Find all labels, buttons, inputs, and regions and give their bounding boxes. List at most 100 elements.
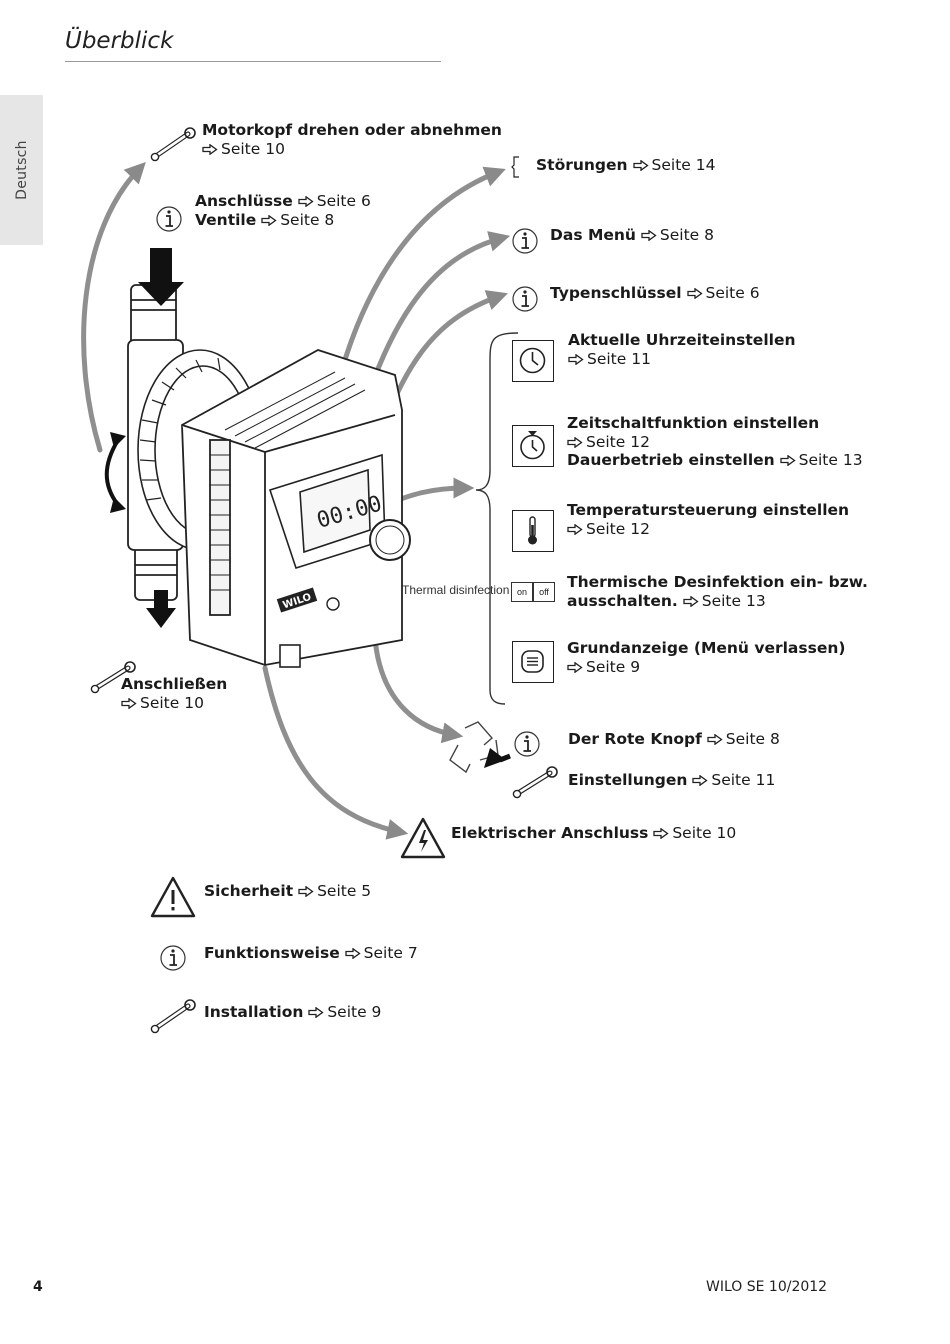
- label-anschliessen-ref[interactable]: Seite 10: [140, 693, 204, 712]
- label-roter-knopf: Der Rote Knopf Seite 8: [568, 730, 780, 749]
- label-elektrisch: Elektrischer Anschluss Seite 10: [451, 824, 736, 843]
- label-roter-knopf-title: Der Rote Knopf: [568, 730, 702, 748]
- arrow-right-icon: [567, 523, 583, 535]
- label-ventile-ref[interactable]: Seite 8: [280, 210, 335, 229]
- label-menue-ref[interactable]: Seite 8: [659, 226, 714, 244]
- label-sicherheit-title: Sicherheit: [204, 882, 294, 900]
- label-funktionsweise: Funktionsweise Seite 7: [204, 944, 418, 963]
- arrow-right-icon: [202, 143, 218, 155]
- label-stoerungen-ref[interactable]: Seite 14: [651, 156, 716, 174]
- thermal-disinfection-label: Thermal disinfection: [402, 583, 510, 597]
- label-elektrisch-ref[interactable]: Seite 10: [672, 824, 737, 842]
- label-einstellungen: Einstellungen Seite 11: [568, 771, 775, 790]
- language-tab: Deutsch: [0, 95, 43, 245]
- title-divider: [65, 61, 441, 62]
- arrow-right-icon: [632, 160, 649, 171]
- label-temperatur-ref[interactable]: Seite 12: [586, 519, 650, 538]
- label-thermisch-line1: Thermische Desinfektion ein- bzw.: [567, 573, 868, 591]
- info-icon: [160, 944, 186, 972]
- label-einstellungen-title: Einstellungen: [568, 771, 688, 789]
- menu-icon: [512, 641, 554, 683]
- label-anschluesse: Anschlüsse Seite 6 Ventile Seite 8: [195, 192, 371, 229]
- label-grundanzeige-title: Grundanzeige (Menü verlassen): [567, 639, 846, 657]
- label-installation: Installation Seite 9: [204, 1003, 381, 1022]
- arrow-right-icon: [653, 828, 669, 839]
- label-einstellungen-ref[interactable]: Seite 11: [711, 771, 776, 789]
- timer-icon: [512, 425, 554, 467]
- arrow-right-icon: [298, 886, 314, 897]
- label-roter-knopf-ref[interactable]: Seite 8: [725, 730, 780, 748]
- arrow-right-icon: [567, 436, 583, 448]
- off-button[interactable]: off: [533, 582, 555, 602]
- label-thermisch-ref[interactable]: Seite 13: [701, 591, 766, 610]
- warning-icon: [150, 876, 196, 918]
- wrench-icon: [512, 765, 560, 801]
- label-typen: Typenschlüssel Seite 6: [550, 284, 760, 303]
- arrow-right-icon: [707, 734, 723, 745]
- label-sicherheit-ref[interactable]: Seite 5: [317, 882, 372, 900]
- label-anschliessen: Anschließen Seite 10: [121, 675, 227, 712]
- label-anschluesse-ref[interactable]: Seite 6: [316, 192, 371, 210]
- info-icon: [512, 285, 538, 313]
- arrow-right-icon: [298, 196, 314, 207]
- info-icon: [512, 227, 538, 255]
- page-title: Überblick: [65, 28, 174, 54]
- label-menue: Das Menü Seite 8: [550, 226, 714, 245]
- label-zeitschalt-title: Zeitschaltfunktion einstellen: [567, 414, 820, 432]
- publisher-footer: WILO SE 10/2012: [706, 1279, 828, 1295]
- arrow-right-icon: [692, 775, 708, 786]
- thermometer-icon: [512, 510, 554, 552]
- arrow-right-icon: [779, 455, 796, 466]
- on-button[interactable]: on: [511, 582, 533, 602]
- label-installation-title: Installation: [204, 1003, 304, 1021]
- info-icon: [156, 205, 182, 233]
- label-stoerungen: Störungen Seite 14: [536, 156, 715, 175]
- arrow-right-icon: [568, 353, 584, 365]
- label-funktionsweise-title: Funktionsweise: [204, 944, 340, 962]
- label-uhrzeit-ref[interactable]: Seite 11: [587, 349, 651, 368]
- arrow-right-icon: [345, 948, 361, 959]
- label-zeitschalt: Zeitschaltfunktion einstellen Seite 12 D…: [567, 414, 863, 470]
- arrow-right-icon: [261, 214, 277, 226]
- label-zeitschalt-ref[interactable]: Seite 12: [586, 432, 650, 451]
- label-motorkopf: Motorkopf drehen oder abnehmen Seite 10: [202, 121, 502, 158]
- label-typen-ref[interactable]: Seite 6: [705, 284, 760, 302]
- label-anschluesse-title: Anschlüsse: [195, 192, 293, 210]
- electric-warning-icon: [400, 817, 446, 859]
- fault-icon: [510, 155, 524, 179]
- label-temperatur: Temperatursteuerung einstellen Seite 12: [567, 501, 849, 538]
- label-uhrzeit-title: Aktuelle Uhrzeiteinstellen: [568, 331, 796, 349]
- label-uhrzeit: Aktuelle Uhrzeiteinstellen Seite 11: [568, 331, 796, 368]
- label-anschliessen-title: Anschließen: [121, 675, 228, 693]
- label-menue-title: Das Menü: [550, 226, 636, 244]
- label-sicherheit: Sicherheit Seite 5: [204, 882, 371, 901]
- label-thermisch-line2: ausschalten.: [567, 591, 678, 610]
- label-dauer-title: Dauerbetrieb einstellen: [567, 451, 775, 469]
- arrow-right-icon: [686, 288, 703, 299]
- clock-icon: [512, 340, 554, 382]
- label-temperatur-title: Temperatursteuerung einstellen: [567, 501, 850, 519]
- arrow-right-icon: [567, 661, 583, 673]
- label-grundanzeige: Grundanzeige (Menü verlassen) Seite 9: [567, 639, 845, 676]
- arrow-right-icon: [641, 230, 657, 241]
- arrow-right-icon: [121, 697, 137, 709]
- label-grundanzeige-ref[interactable]: Seite 9: [586, 657, 641, 676]
- info-icon: [514, 730, 540, 758]
- wrench-icon: [150, 998, 198, 1034]
- label-dauer-ref[interactable]: Seite 13: [798, 451, 863, 469]
- page-number: 4: [33, 1279, 43, 1295]
- arrow-right-icon: [683, 595, 699, 607]
- label-stoerungen-title: Störungen: [536, 156, 628, 174]
- label-motorkopf-ref[interactable]: Seite 10: [221, 139, 285, 158]
- label-typen-title: Typenschlüssel: [550, 284, 682, 302]
- label-installation-ref[interactable]: Seite 9: [327, 1003, 382, 1021]
- label-funktionsweise-ref[interactable]: Seite 7: [363, 944, 418, 962]
- label-ventile-title: Ventile: [195, 210, 257, 229]
- wrench-icon: [150, 126, 198, 162]
- arrow-right-icon: [308, 1007, 324, 1018]
- label-motorkopf-title: Motorkopf drehen oder abnehmen: [202, 121, 502, 139]
- label-thermisch: Thermische Desinfektion ein- bzw. aussch…: [567, 573, 868, 610]
- wrench-icon: [90, 660, 138, 696]
- label-elektrisch-title: Elektrischer Anschluss: [451, 824, 649, 842]
